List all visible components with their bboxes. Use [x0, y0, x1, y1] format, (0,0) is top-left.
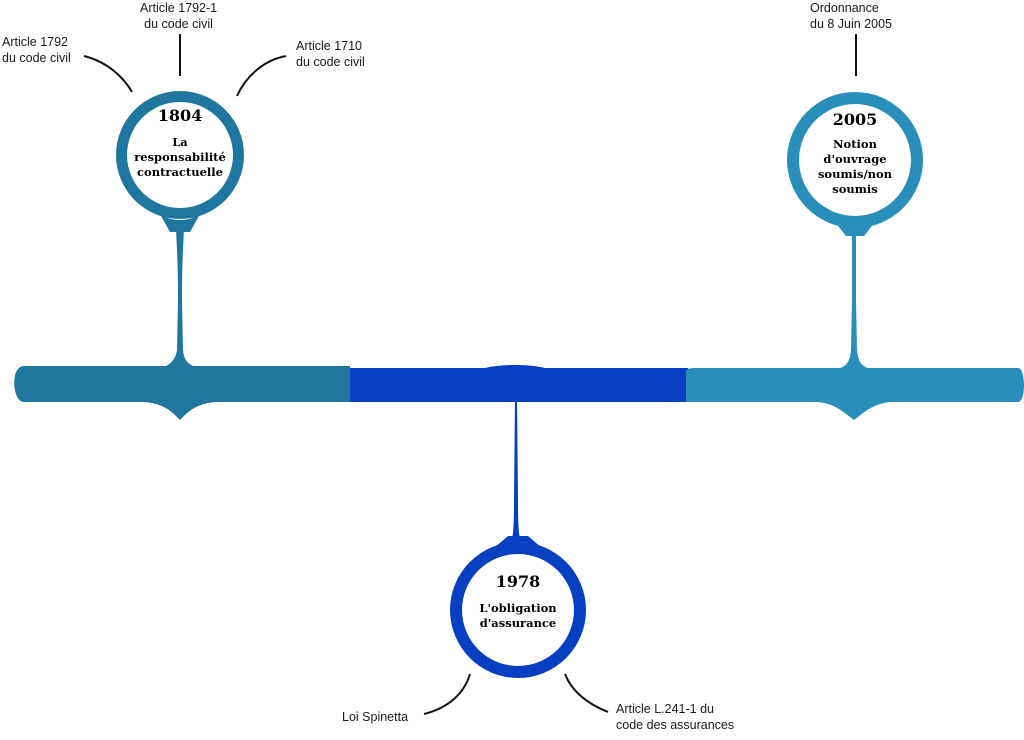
event-1804-title: La responsabilité contractuelle — [134, 135, 226, 179]
bubble-1804-neck — [160, 214, 200, 232]
ref-ordonnance: Ordonnance du 8 Juin 2005 — [810, 1, 893, 31]
timeline-segment-2005 — [686, 368, 1024, 420]
ref-art-l241: Article L.241-1 du code des assurances — [616, 702, 735, 732]
event-1978-title: L'obligation d'assurance — [479, 601, 557, 630]
event-1978: 1978 L'obligation d'assurance — [465, 572, 571, 631]
ref-loi-spinetta: Loi Spinetta — [342, 710, 409, 724]
stem-1804 — [160, 222, 200, 368]
connector-art-1792 — [83, 55, 133, 93]
timeline-segment-1978 — [350, 365, 688, 402]
event-1804-year: 1804 — [157, 106, 203, 125]
ref-art-1792: Article 1792 du code civil — [2, 35, 71, 65]
bubble-2005-neck — [835, 222, 875, 236]
stem-1978 — [510, 400, 522, 545]
event-2005-title: Notion d'ouvrage soumis/non soumis — [817, 137, 893, 196]
ref-art-1792-1: Article 1792-1 du code civil — [140, 1, 218, 31]
event-2005-year: 2005 — [832, 110, 878, 129]
connector-loi-spinetta — [423, 673, 471, 715]
connector-art-l241 — [564, 673, 609, 713]
event-1804: 1804 La responsabilité contractuelle — [130, 106, 230, 180]
ref-art-1710: Article 1710 du code civil — [296, 39, 365, 69]
connector-art-1710 — [236, 55, 287, 97]
stem-2005 — [840, 222, 868, 368]
timeline-segment-1804 — [14, 366, 350, 420]
event-2005: 2005 Notion d'ouvrage soumis/non soumis — [805, 110, 905, 197]
event-1978-year: 1978 — [495, 572, 541, 591]
bubble-1978-neck — [494, 536, 542, 548]
